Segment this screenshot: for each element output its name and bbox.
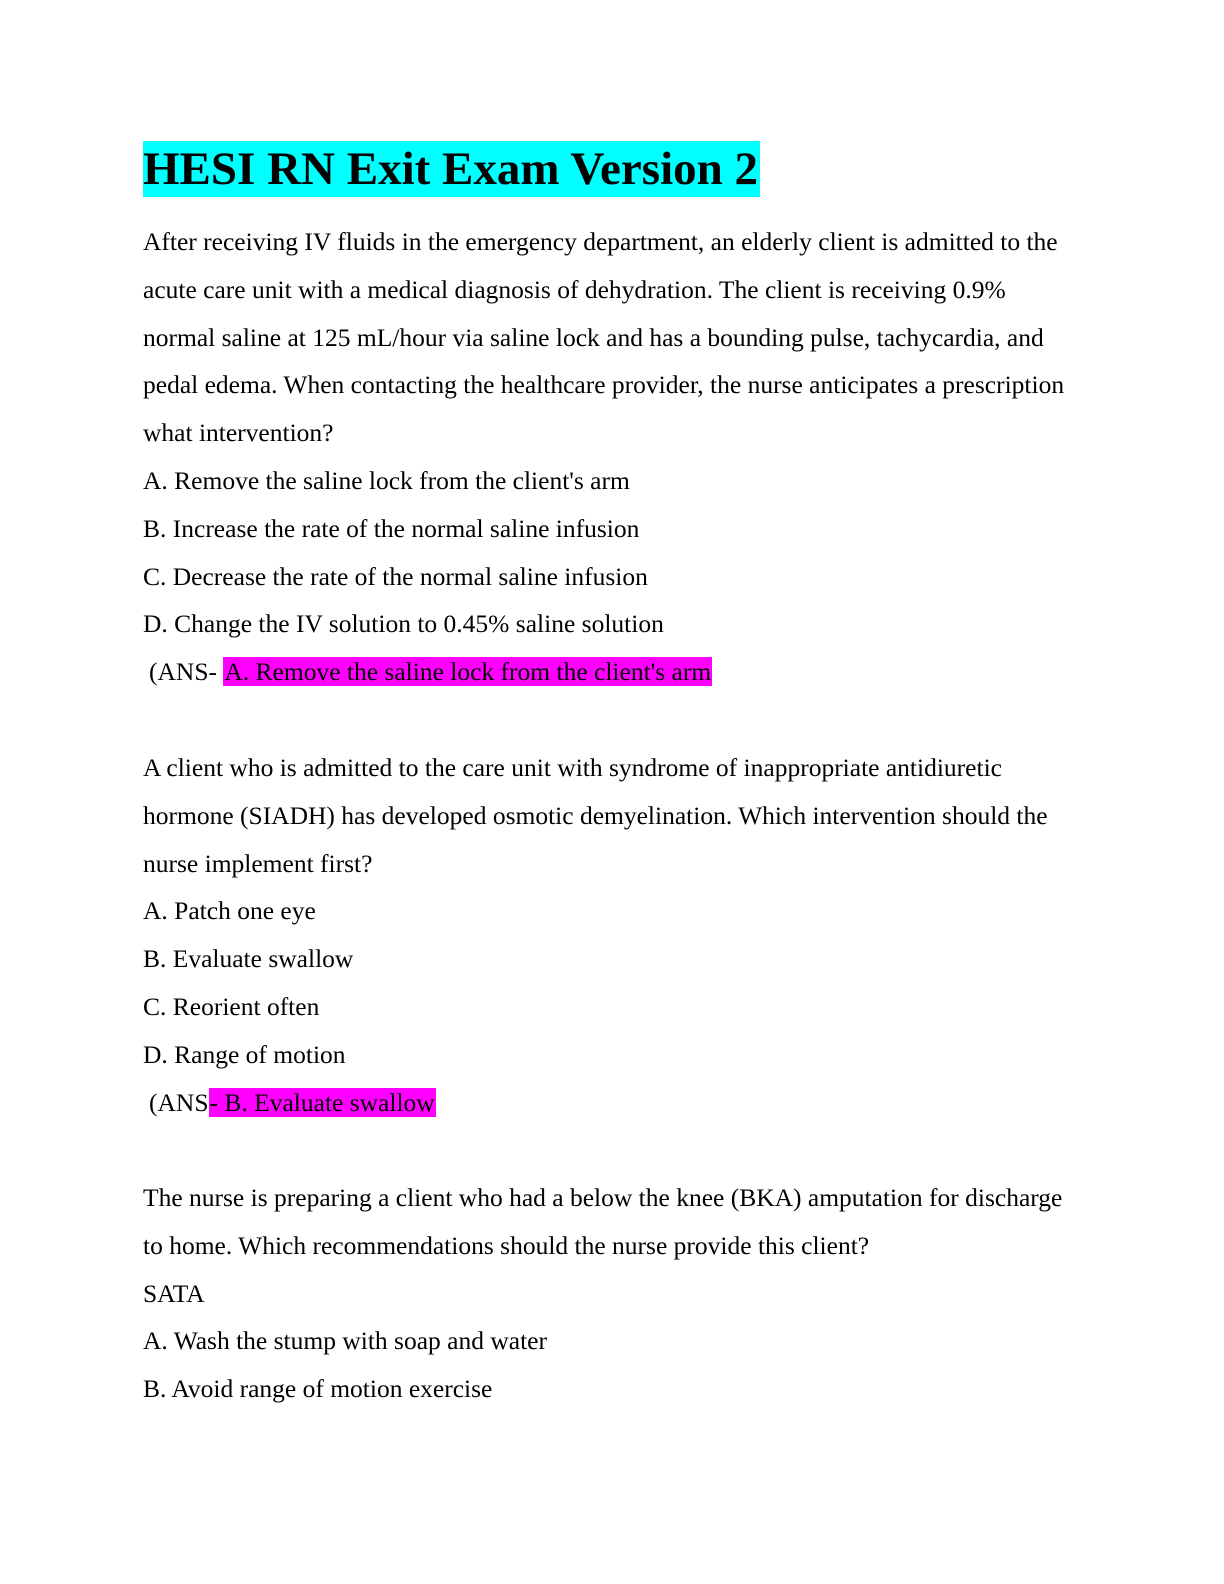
option-c: C. Reorient often <box>143 991 320 1021</box>
option-d: D. Change the IV solution to 0.45% salin… <box>143 609 664 639</box>
title-block: HESI RN Exit Exam Version 2 <box>143 141 761 197</box>
question-stem: The nurse is preparing a client who had … <box>143 1183 1063 1260</box>
question-stem: After receiving IV fluids in the emergen… <box>143 227 1065 448</box>
option-a: A. Remove the saline lock from the clien… <box>143 465 630 495</box>
option-a: A. Patch one eye <box>143 896 316 926</box>
answer-highlight: - B. Evaluate swallow <box>208 1087 436 1117</box>
answer-prefix: (ANS- <box>149 657 224 687</box>
answer-highlight: A. Remove the saline lock from the clien… <box>223 657 713 687</box>
question-1: After receiving IV fluids in the emergen… <box>143 218 1083 696</box>
option-b: B. Avoid range of motion exercise <box>143 1374 493 1404</box>
question-2: A client who is admitted to the care uni… <box>143 744 1083 1126</box>
option-a: A. Wash the stump with soap and water <box>143 1326 547 1356</box>
question-stem: A client who is admitted to the care uni… <box>143 753 1048 878</box>
answer-line: (ANS- B. Evaluate swallow <box>143 1079 1083 1127</box>
document-title: HESI RN Exit Exam Version 2 <box>143 141 761 197</box>
answer-prefix: (ANS <box>149 1087 209 1117</box>
option-b: B. Evaluate swallow <box>143 944 354 974</box>
option-b: B. Increase the rate of the normal salin… <box>143 513 640 543</box>
question-tag: SATA <box>143 1278 205 1308</box>
option-d: D. Range of motion <box>143 1039 346 1069</box>
option-c: C. Decrease the rate of the normal salin… <box>143 561 648 591</box>
question-3: The nurse is preparing a client who had … <box>143 1174 1083 1413</box>
answer-line: (ANS- A. Remove the saline lock from the… <box>143 648 1083 696</box>
